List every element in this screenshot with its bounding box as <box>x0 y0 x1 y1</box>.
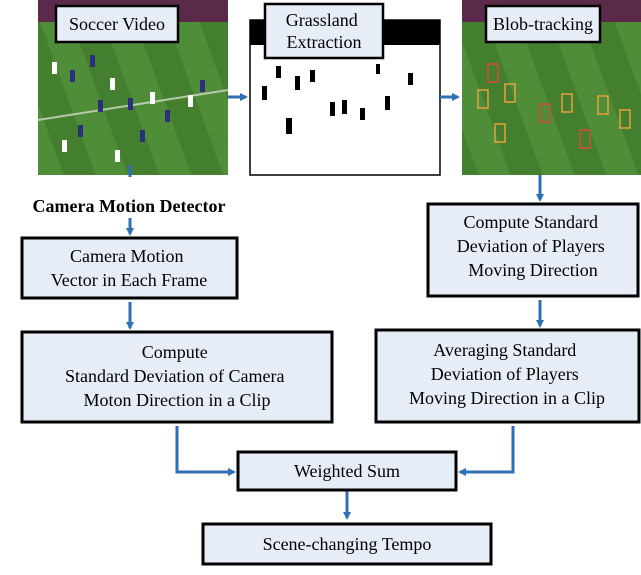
grassland-title-line-1: Grassland <box>286 10 358 30</box>
camera-vector-line-2: Vector in Each Frame <box>51 270 207 290</box>
player-silhouettes <box>262 64 413 134</box>
soccer-video-title-box <box>54 4 180 44</box>
compute-players-std-box: Compute Standard Deviation of Players Mo… <box>426 202 640 298</box>
blob-tracking-title-box <box>484 4 602 44</box>
averaging-line-1: Averaging Standard <box>433 340 576 360</box>
compute-camera-std-box: Compute Standard Deviation of Camera Mot… <box>20 330 334 424</box>
svg-text:Averaging Standard Devia: Averaging Standard Deviation of Players … <box>409 340 605 408</box>
averaging-line-3: Moving Direction in a Clip <box>409 388 605 408</box>
camera-motion-detector-label: Camera Motion Detector <box>33 196 226 216</box>
svg-text:Compute Standard Deviati: Compute Standard Deviation of Camera Mot… <box>65 342 289 410</box>
compute-camera-line-1: Compute <box>142 342 208 362</box>
connectors <box>126 93 544 520</box>
soccer-video-panel: Soccer Video <box>37 0 229 175</box>
camera-vector-box: Camera Motion Vector in Each Frame <box>20 236 239 300</box>
averaging-line-2: Deviation of Players <box>431 364 579 384</box>
compute-camera-line-3: Moton Direction in a Clip <box>84 390 271 410</box>
weighted-sum-label: Weighted Sum <box>294 461 400 481</box>
svg-text:Camera Motion Vector in: Camera Motion Vector in Each Frame <box>51 246 207 290</box>
svg-text:Grassland Extraction: Grassland Extraction <box>286 10 362 52</box>
compute-camera-line-2: Standard Deviation of Camera <box>65 366 284 386</box>
grassland-panel: Grassland Extraction <box>249 2 441 176</box>
weighted-sum-box: Weighted Sum <box>236 450 458 492</box>
tempo-box: Scene-changing Tempo <box>201 522 493 566</box>
compute-players-line-1: Compute Standard <box>464 212 598 232</box>
grassland-title-box <box>263 2 385 60</box>
tracked-blobs <box>477 63 631 149</box>
averaging-std-box: Averaging Standard Deviation of Players … <box>374 328 641 424</box>
grassland-title-line-2: Extraction <box>287 32 362 52</box>
soccer-video-title: Soccer Video <box>69 14 165 34</box>
players-group <box>52 55 205 162</box>
blob-tracking-panel: Blob-tracking <box>462 0 641 175</box>
compute-players-line-2: Deviation of Players <box>457 236 605 256</box>
blob-tracking-title: Blob-tracking <box>493 14 593 34</box>
arrow-players-to-weighted <box>458 426 515 476</box>
svg-text:Compute Standard Deviati: Compute Standard Deviation of Players Mo… <box>457 212 609 280</box>
camera-vector-line-1: Camera Motion <box>70 246 183 266</box>
tempo-label: Scene-changing Tempo <box>263 534 432 554</box>
arrow-camera-to-weighted <box>175 426 236 476</box>
compute-players-line-3: Moving Direction <box>468 260 597 280</box>
